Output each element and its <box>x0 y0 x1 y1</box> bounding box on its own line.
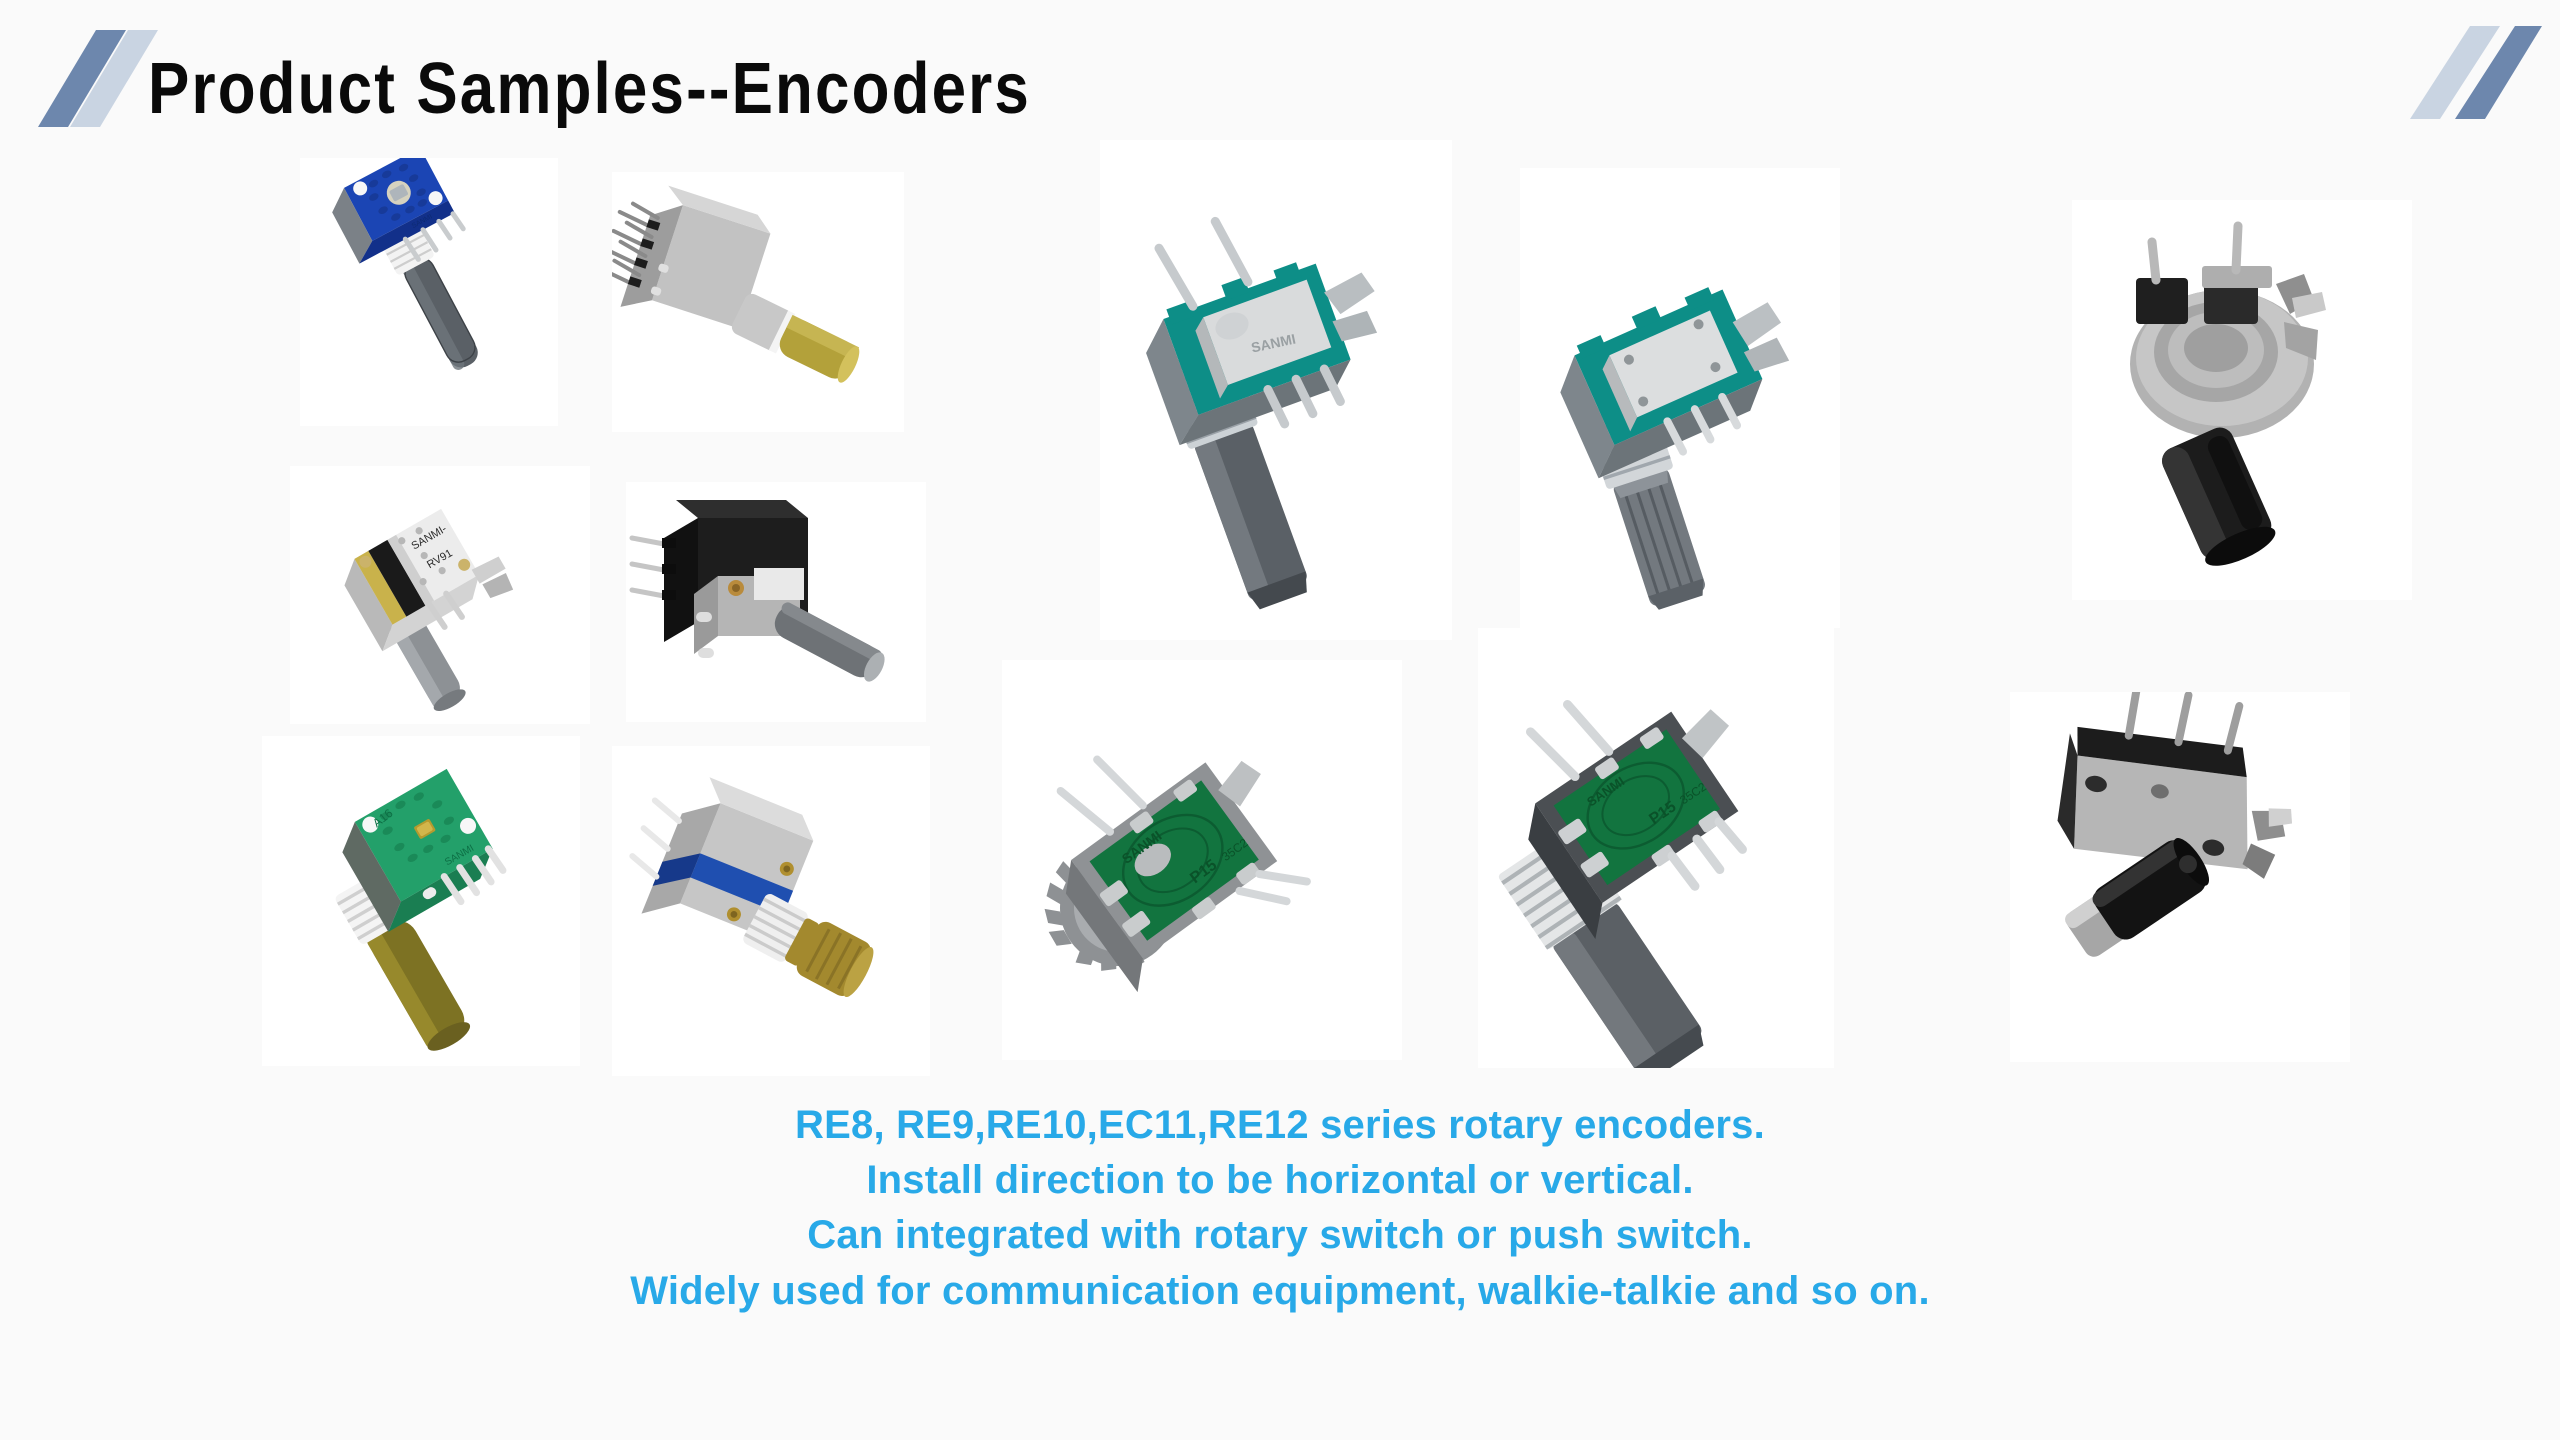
product-image-re-black-gray-shaft <box>626 482 926 722</box>
product-image-rv91-white-sanmi: SANMI- RV91 <box>290 466 590 724</box>
chevron-decoration-top-left <box>8 12 158 142</box>
product-image-re-blue-vertical: SANMI <box>300 158 558 426</box>
product-image-ec11-teal-splined <box>1520 168 1840 628</box>
caption-line-4: Widely used for communication equipment,… <box>630 1268 1930 1313</box>
product-image-re-gray-brass-shaft <box>612 172 904 432</box>
caption-line-1: RE8, RE9,RE10,EC11,RE12 series rotary en… <box>795 1103 1765 1147</box>
product-image-re-black-flange-photo <box>2010 692 2350 1062</box>
product-image-p15-green-geared: SANMI P15 35C2 <box>1002 660 1402 1060</box>
chevron-decoration-top-right <box>2400 14 2550 144</box>
caption-line-2: Install direction to be horizontal or ve… <box>866 1158 1694 1203</box>
page-title: Product Samples--Encoders <box>148 49 1031 129</box>
encoder-description-caption: RE8, RE9,RE10,EC11,RE12 series rotary en… <box>0 1098 2560 1319</box>
caption-line-3: Can integrated with rotary switch or pus… <box>807 1213 1753 1258</box>
product-image-a16-green-sanmi: A16 SANMI <box>262 736 580 1066</box>
product-image-re-metal-photo-top <box>2072 200 2412 600</box>
product-image-re-gray-blue-knurled <box>612 746 930 1076</box>
product-image-ec11-teal-threaded: SANMI <box>1100 140 1452 640</box>
product-image-p15-green-threaded: SANMI P15 35C2 <box>1478 628 1834 1068</box>
